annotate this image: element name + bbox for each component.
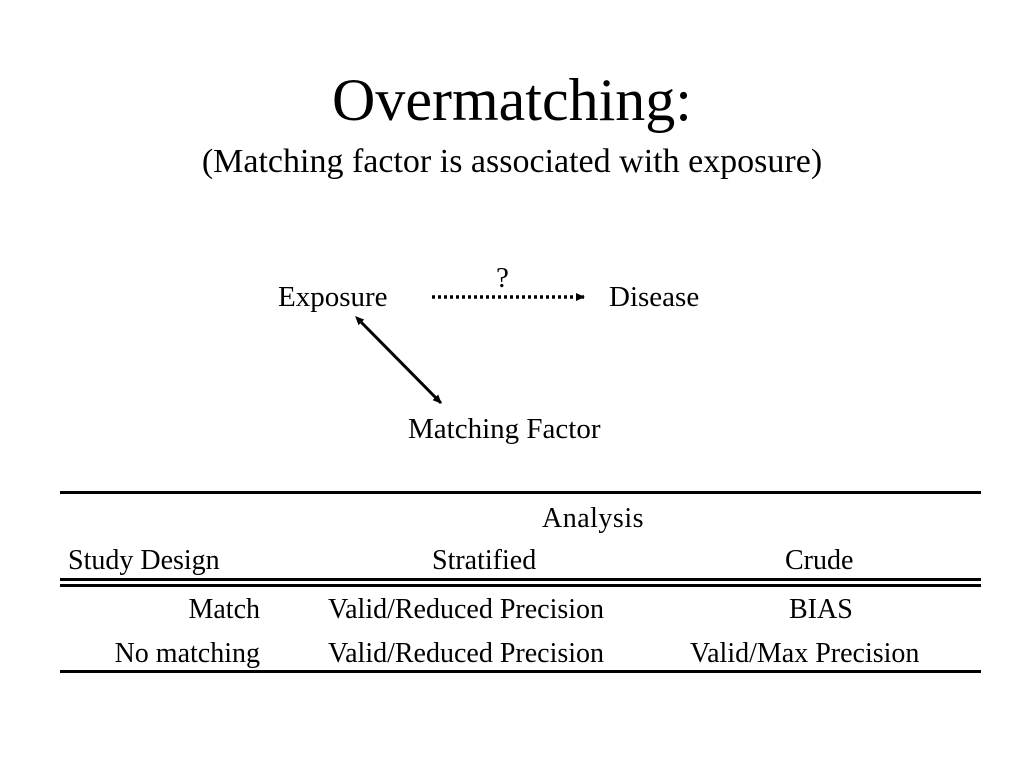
table-header-rule-double xyxy=(60,584,981,587)
table-header-rule xyxy=(60,578,981,581)
table-top-rule xyxy=(60,491,981,494)
slide-subtitle: (Matching factor is associated with expo… xyxy=(201,143,823,180)
exposure-matching-factor-arrow xyxy=(355,316,443,405)
node-exposure: Exposure xyxy=(278,281,388,313)
column-header-crude: Crude xyxy=(785,545,854,576)
node-disease: Disease xyxy=(609,281,700,313)
column-header-stratified: Stratified xyxy=(432,545,537,576)
node-matching-factor: Matching Factor xyxy=(408,413,601,445)
table-cell-stratified: Valid/Reduced Precision xyxy=(328,594,605,625)
table-cell-design: No matching xyxy=(114,638,260,669)
causal-question-mark: ? xyxy=(496,262,509,294)
column-header-study-design: Study Design xyxy=(68,545,220,576)
slide-title: Overmatching: xyxy=(332,67,692,133)
table-cell-crude: BIAS xyxy=(789,594,853,625)
table-cell-stratified: Valid/Reduced Precision xyxy=(328,638,605,669)
table-group-header: Analysis xyxy=(542,503,644,534)
table-cell-crude: Valid/Max Precision xyxy=(690,638,920,669)
table-cell-design: Match xyxy=(188,594,260,625)
table-bottom-rule xyxy=(60,670,981,673)
